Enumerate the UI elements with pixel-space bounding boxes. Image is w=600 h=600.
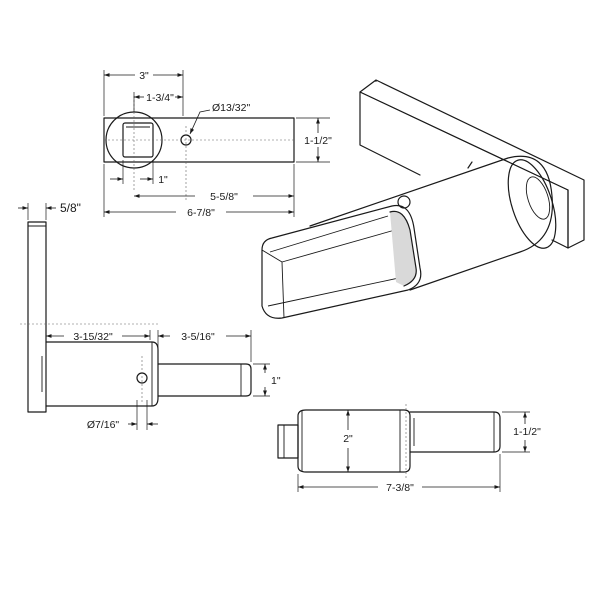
- bottom-view-body: [297, 409, 411, 473]
- dim-side-body-length: 3-15/32": [73, 331, 113, 343]
- dim-bottom-body-diameter: 2": [343, 433, 353, 445]
- bottom-view: 2" 1-1/2" 7-3/8": [277, 404, 541, 494]
- dim-top-hole-diameter: Ø13/32": [212, 102, 250, 114]
- dim-side-shaft-width: 1": [271, 375, 281, 387]
- dim-top-square-offset: 1-3/4": [146, 92, 174, 104]
- dim-side-plate-thickness: 5/8": [60, 201, 81, 215]
- isometric-view: [261, 79, 585, 319]
- dim-bottom-total-length: 7-3/8": [386, 482, 414, 494]
- side-view-body: [45, 341, 159, 407]
- dim-top-height: 1-1/2": [304, 135, 332, 147]
- dim-top-overall-width: 3": [139, 70, 149, 82]
- dim-bottom-shaft-diameter: 1-1/2": [513, 426, 541, 438]
- dim-top-square-size: 1": [158, 174, 168, 186]
- side-view-shaft: [157, 363, 252, 397]
- bottom-view-shaft: [409, 411, 501, 453]
- dim-top-hole-to-end: 5-5/8": [210, 191, 238, 203]
- dim-top-total-length: 6-7/8": [187, 207, 215, 219]
- side-view: 5/8" 3-15/32" 3-5/16" 1" Ø7/16": [18, 201, 281, 431]
- iso-shaft: [261, 204, 422, 319]
- bottom-view-boss: [277, 424, 299, 459]
- top-view-plate: [103, 117, 295, 163]
- dim-side-shaft-length: 3-5/16": [181, 331, 215, 343]
- top-view: 3" 1-3/4" Ø13/32" 1-1/2" 1" 5-5/8" 6-7/8…: [103, 70, 332, 219]
- iso-body: [309, 155, 553, 291]
- dim-side-hole-diameter: Ø7/16": [87, 419, 120, 431]
- side-view-plate: [27, 221, 47, 413]
